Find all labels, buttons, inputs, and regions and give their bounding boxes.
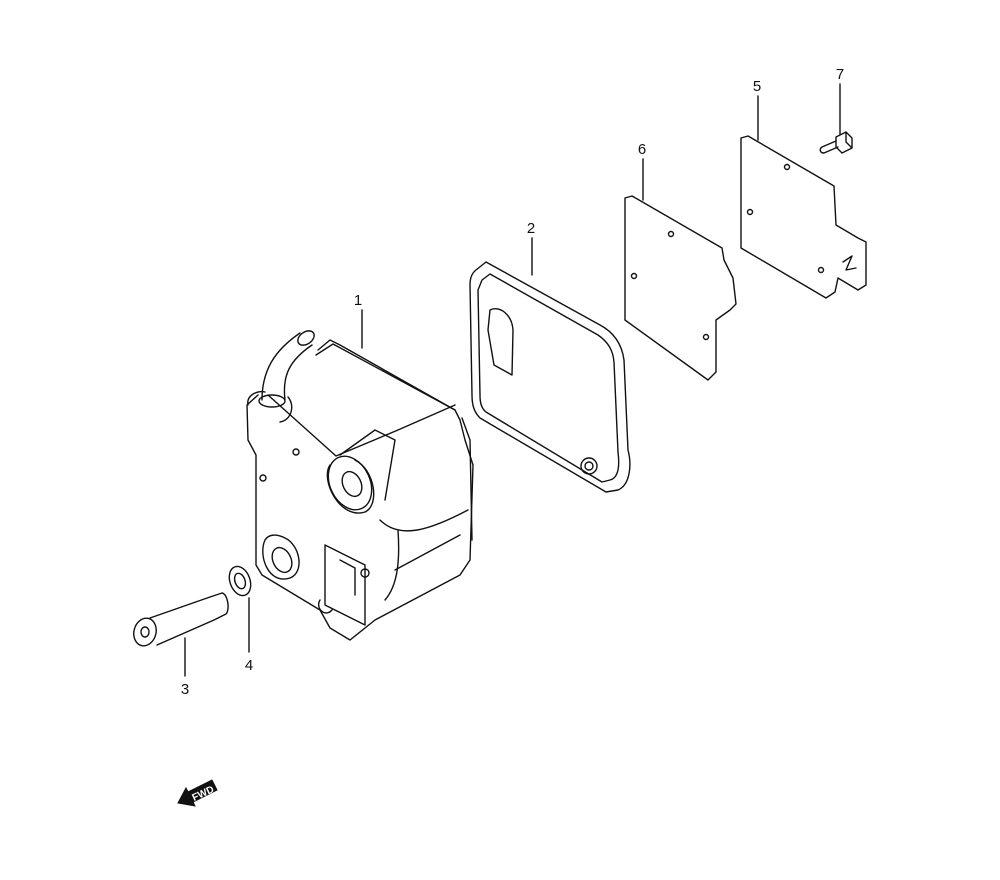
part-3-bolt[interactable] (131, 592, 229, 648)
fwd-arrow-icon: FWD (177, 779, 218, 807)
fwd-label: FWD (191, 784, 216, 804)
leader-lines (184, 83, 841, 677)
part-label-6: 6 (638, 141, 646, 158)
part-1-cylinder-head-cover[interactable] (246, 328, 474, 641)
part-7-bolt[interactable] (819, 131, 853, 154)
part-2-gasket[interactable] (469, 261, 631, 493)
part-6-plate[interactable] (624, 195, 737, 381)
part-label-5: 5 (753, 78, 761, 95)
part-label-1: 1 (354, 292, 362, 309)
part-label-2: 2 (527, 220, 535, 237)
part-label-3: 3 (181, 681, 189, 698)
part-label-7: 7 (836, 66, 844, 83)
part-4-washer[interactable] (225, 563, 254, 598)
part-label-4: 4 (245, 657, 253, 674)
part-5-plate[interactable] (740, 135, 867, 299)
